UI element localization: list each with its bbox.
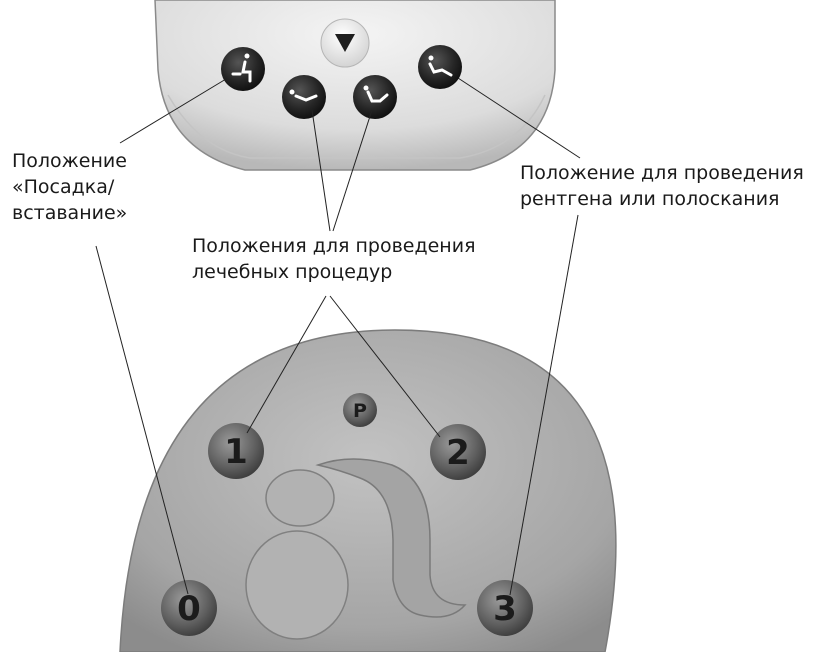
sit-stand-label-line2: «Посадка/ [12,174,127,200]
treatment-position-button-1[interactable] [282,75,326,119]
program-button[interactable]: P [343,393,377,427]
position-button-3-label: 3 [493,589,517,629]
position-button-3[interactable]: 3 [477,580,533,636]
position-button-0[interactable]: 0 [161,580,217,636]
treatment-label: Положения для проведения лечебных процед… [192,233,476,285]
down-arrow-button[interactable] [321,19,369,67]
treatment-label-line2: лечебных процедур [192,259,476,285]
sit-stand-position-button[interactable] [221,47,265,91]
treatment-position-button-2[interactable] [353,75,397,119]
sit-stand-label: Положение «Посадка/ вставание» [12,148,127,226]
position-button-0-label: 0 [177,589,201,629]
position-button-2[interactable]: 2 [430,424,486,480]
xray-label: Положение для проведения рентгена или по… [520,160,804,212]
position-button-1-label: 1 [224,432,248,472]
sit-stand-label-line3: вставание» [12,200,127,226]
position-button-1[interactable]: 1 [208,423,264,479]
xray-rinse-position-button[interactable] [418,45,462,89]
program-button-label: P [353,400,367,422]
sit-stand-label-line1: Положение [12,148,127,174]
xray-label-line1: Положение для проведения [520,160,804,186]
xray-label-line2: рентгена или полоскания [520,186,804,212]
treatment-label-line1: Положения для проведения [192,233,476,259]
position-button-2-label: 2 [446,433,470,473]
